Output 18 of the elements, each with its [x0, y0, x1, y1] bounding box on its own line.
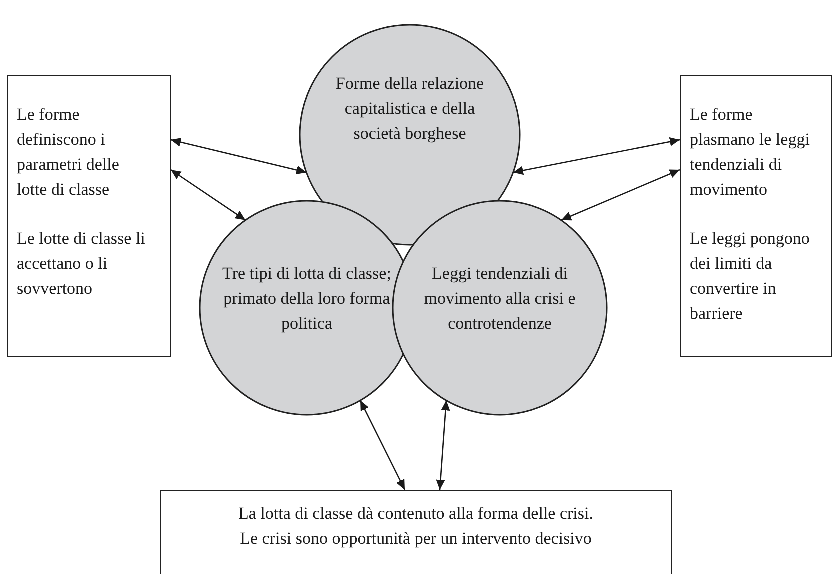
text-box [160, 490, 672, 574]
double-arrow [513, 138, 680, 176]
node-text: Forme della relazione capitalistica e della società borghese [334, 73, 486, 145]
double-arrow [360, 400, 406, 490]
node-text: Tre tipi di lotta di classe; primato della loro forma politica [222, 263, 392, 335]
box-text: Le forme plasmano le leggi tendenziali di movimento [690, 104, 811, 201]
double-arrow [170, 169, 246, 221]
double-arrow [170, 138, 307, 175]
box-text: Le lotte di classe li accettano o li sovvertono [17, 228, 146, 300]
text-box [7, 75, 171, 357]
double-arrow [561, 169, 680, 221]
text-box [680, 75, 832, 357]
box-text: Le leggi pongono dei limiti da convertire in barriere [690, 228, 811, 325]
box-text: Le forme definiscono i parametri delle lotte di classe [17, 104, 120, 201]
node-text: Leggi tendenziali di movimento alla crisi e controtendenze [423, 263, 577, 335]
double-arrow [436, 400, 450, 490]
box-text: Le crisi sono opportunità per un intervento decisivo [239, 528, 593, 550]
box-text: La lotta di classe dà contenuto alla forma delle crisi. [238, 503, 594, 525]
